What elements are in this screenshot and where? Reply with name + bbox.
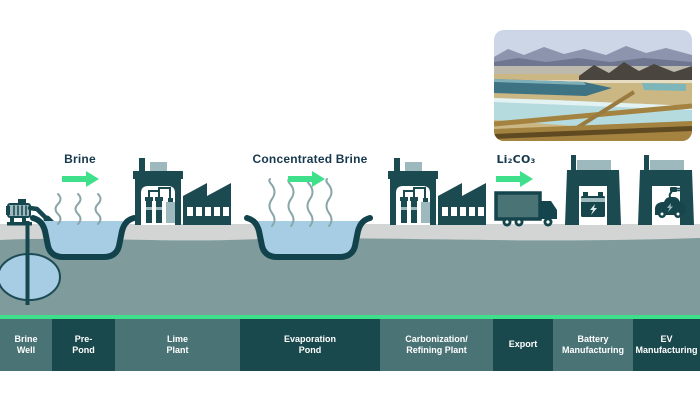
vapor-squiggle-icon: [287, 178, 295, 227]
stage-lime-plant: Lime Plant: [115, 319, 240, 371]
lime-plant-factory-icon: [132, 157, 232, 226]
aerial-evaporation-ponds-photo: [494, 30, 692, 141]
ev-plant-icon: [638, 155, 694, 225]
concentrated-brine-arrow-icon: [288, 171, 325, 187]
electric-car-icon: [655, 187, 685, 218]
stage-battery-manufacturing: Battery Manufacturing: [553, 319, 633, 371]
evaporation-pond-icon: [244, 178, 373, 260]
li2co3-label: Li₂CO₃: [496, 153, 536, 166]
brine-aquifer: [0, 221, 61, 305]
vapor-squiggle-icon: [268, 178, 276, 227]
vapor-squiggle-icon: [74, 193, 82, 225]
battery-icon: [581, 192, 605, 217]
stage-ev-manufacturing: EV Manufacturing: [633, 319, 700, 371]
brine-label: Brine: [64, 152, 96, 166]
refining-plant-factory-icon: [387, 157, 487, 226]
stage-brine-well: Brine Well: [0, 319, 52, 371]
pre-pond-icon: [30, 193, 137, 260]
battery-plant-icon: [565, 155, 621, 225]
truck-icon: [494, 191, 557, 227]
vapor-squiggle-icon: [54, 193, 62, 225]
vapor-squiggle-icon: [94, 193, 102, 225]
concentrated-brine-label: Concentrated Brine: [252, 152, 368, 166]
brine-arrow-icon: [62, 171, 99, 187]
vapor-squiggle-icon: [325, 178, 333, 227]
li2co3-arrow-icon: [496, 171, 533, 187]
stage-pre-pond: Pre- Pond: [52, 319, 115, 371]
vapor-squiggle-icon: [306, 178, 314, 227]
stage-evaporation-pond: Evaporation Pond: [240, 319, 380, 371]
stage-carbonization-refining-plant: Carbonization/ Refining Plant: [380, 319, 493, 371]
stage-export: Export: [493, 319, 553, 371]
process-stage-bar: Brine Well Pre- Pond Lime Plant Evaporat…: [0, 315, 700, 371]
